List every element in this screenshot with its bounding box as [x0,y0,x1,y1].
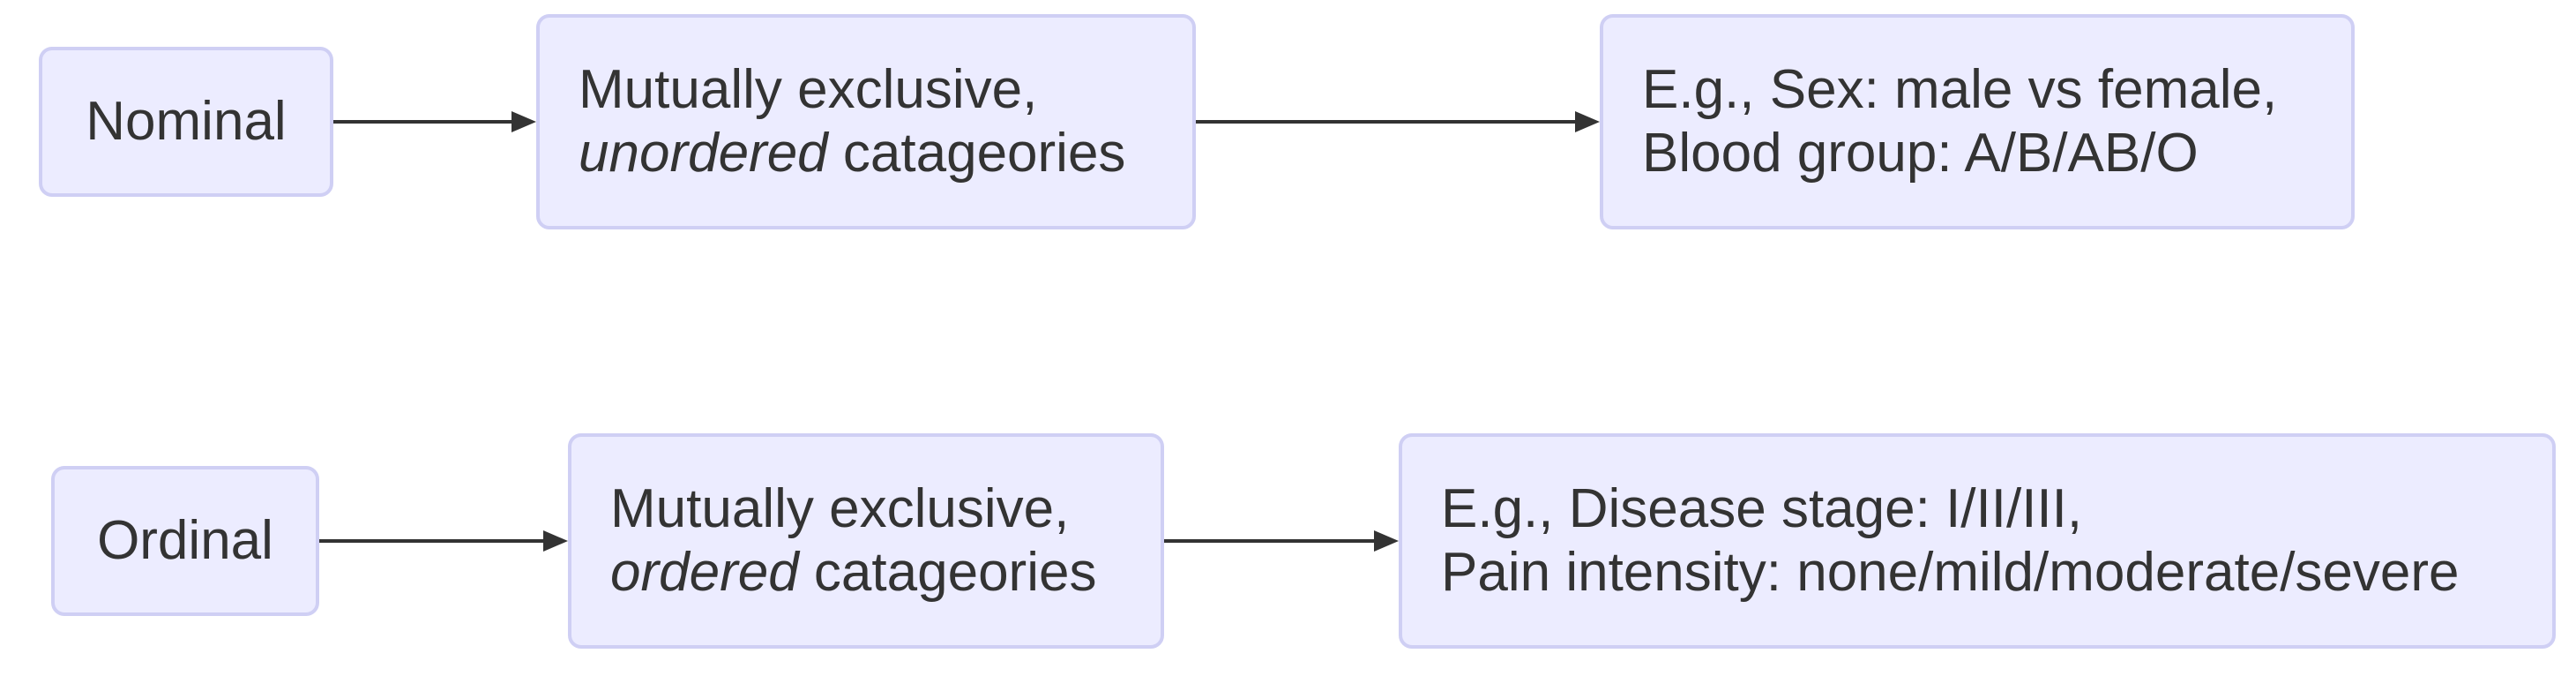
node-nominal-definition-text: Mutually exclusive, unordered catageorie… [540,58,1125,185]
node-ordinal: Ordinal [51,466,319,616]
edge-ordinal-to-definition [319,530,568,552]
node-ordinal-example-text: E.g., Disease stage: I/II/III, Pain inte… [1402,477,2460,605]
definition-emphasis: ordered [610,542,799,603]
definition-line2: unordered catageories [579,122,1125,185]
node-nominal-label: Nominal [86,91,287,152]
definition-rest: catageories [827,123,1126,184]
node-ordinal-definition-text: Mutually exclusive, ordered catageories [571,477,1096,605]
node-ordinal-example: E.g., Disease stage: I/II/III, Pain inte… [1399,433,2556,649]
edge-ordinal-definition-to-example [1164,530,1399,552]
edge-nominal-to-definition [332,111,536,132]
example-line1: E.g., Disease stage: I/II/III, [1441,478,2083,539]
example-line2: Pain intensity: none/mild/moderate/sever… [1441,542,2460,603]
definition-line1: Mutually exclusive, [579,59,1038,120]
example-line2: Blood group: A/B/AB/O [1642,123,2199,184]
node-nominal-example: E.g., Sex: male vs female, Blood group: … [1600,14,2355,229]
definition-rest: catageories [798,542,1097,603]
node-nominal-definition: Mutually exclusive, unordered catageorie… [536,14,1196,229]
definition-emphasis: unordered [579,123,828,184]
edge-nominal-definition-to-example [1196,111,1600,132]
node-ordinal-definition: Mutually exclusive, ordered catageories [568,433,1164,649]
definition-line2: ordered catageories [610,541,1096,605]
definition-line1: Mutually exclusive, [610,478,1070,539]
node-nominal: Nominal [39,47,333,197]
node-nominal-example-text: E.g., Sex: male vs female, Blood group: … [1603,58,2277,185]
node-ordinal-label: Ordinal [97,510,273,571]
example-line1: E.g., Sex: male vs female, [1642,59,2278,120]
